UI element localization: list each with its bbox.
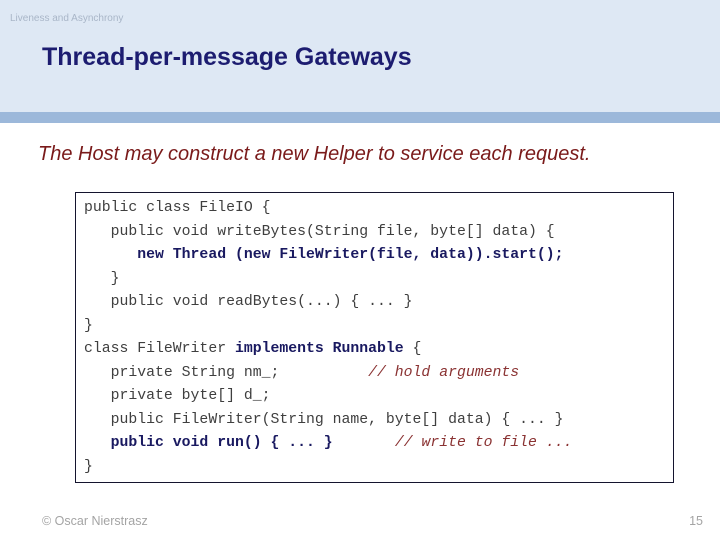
code-text: class FileWriter (84, 341, 235, 357)
slide-subtitle: The Host may construct a new Helper to s… (38, 143, 591, 165)
header-divider-band (0, 112, 720, 123)
code-block: public class FileIO { public void writeB… (75, 192, 674, 483)
code-line: private byte[] d_; (84, 385, 673, 409)
code-line: class FileWriter implements Runnable { (84, 338, 673, 362)
code-line: public void run() { ... } // write to fi… (84, 432, 673, 456)
code-bold-text: public void run() { ... } (84, 435, 333, 451)
code-text: public void writeBytes(String file, byte… (84, 223, 555, 240)
code-text: public class FileIO { (84, 200, 271, 216)
page-title: Thread-per-message Gateways (42, 43, 412, 71)
page-number: 15 (689, 514, 703, 528)
code-line: private String nm_; // hold arguments (84, 362, 673, 386)
code-text: } (84, 270, 120, 287)
footer-copyright: © Oscar Nierstrasz (42, 514, 148, 528)
code-text: private String nm_; (84, 364, 369, 381)
course-label: Liveness and Asynchrony (10, 13, 124, 24)
slide-header: Liveness and Asynchrony Thread-per-messa… (0, 0, 720, 112)
code-line: } (84, 315, 673, 339)
code-comment: // hold arguments (368, 364, 520, 381)
code-text: public FileWriter(String name, byte[] da… (84, 411, 564, 428)
code-line: public void writeBytes(String file, byte… (84, 221, 673, 245)
code-comment: // write to file ... (394, 435, 573, 451)
code-line: public FileWriter(String name, byte[] da… (84, 409, 673, 433)
code-text: } (84, 458, 93, 475)
code-text: private byte[] d_; (84, 388, 271, 404)
code-text: { (403, 341, 422, 357)
code-bold-text: new Thread (new FileWriter(file, data)).… (84, 247, 564, 263)
code-line: } (84, 456, 673, 480)
code-line: public class FileIO { (84, 197, 673, 221)
code-line: new Thread (new FileWriter(file, data)).… (84, 244, 673, 268)
code-bold-text: implements Runnable (234, 341, 404, 357)
code-text (333, 435, 395, 451)
code-text: public void readBytes(...) { ... } (84, 294, 413, 310)
code-text: } (84, 317, 93, 334)
code-line: } (84, 268, 673, 292)
code-line: public void readBytes(...) { ... } (84, 291, 673, 315)
